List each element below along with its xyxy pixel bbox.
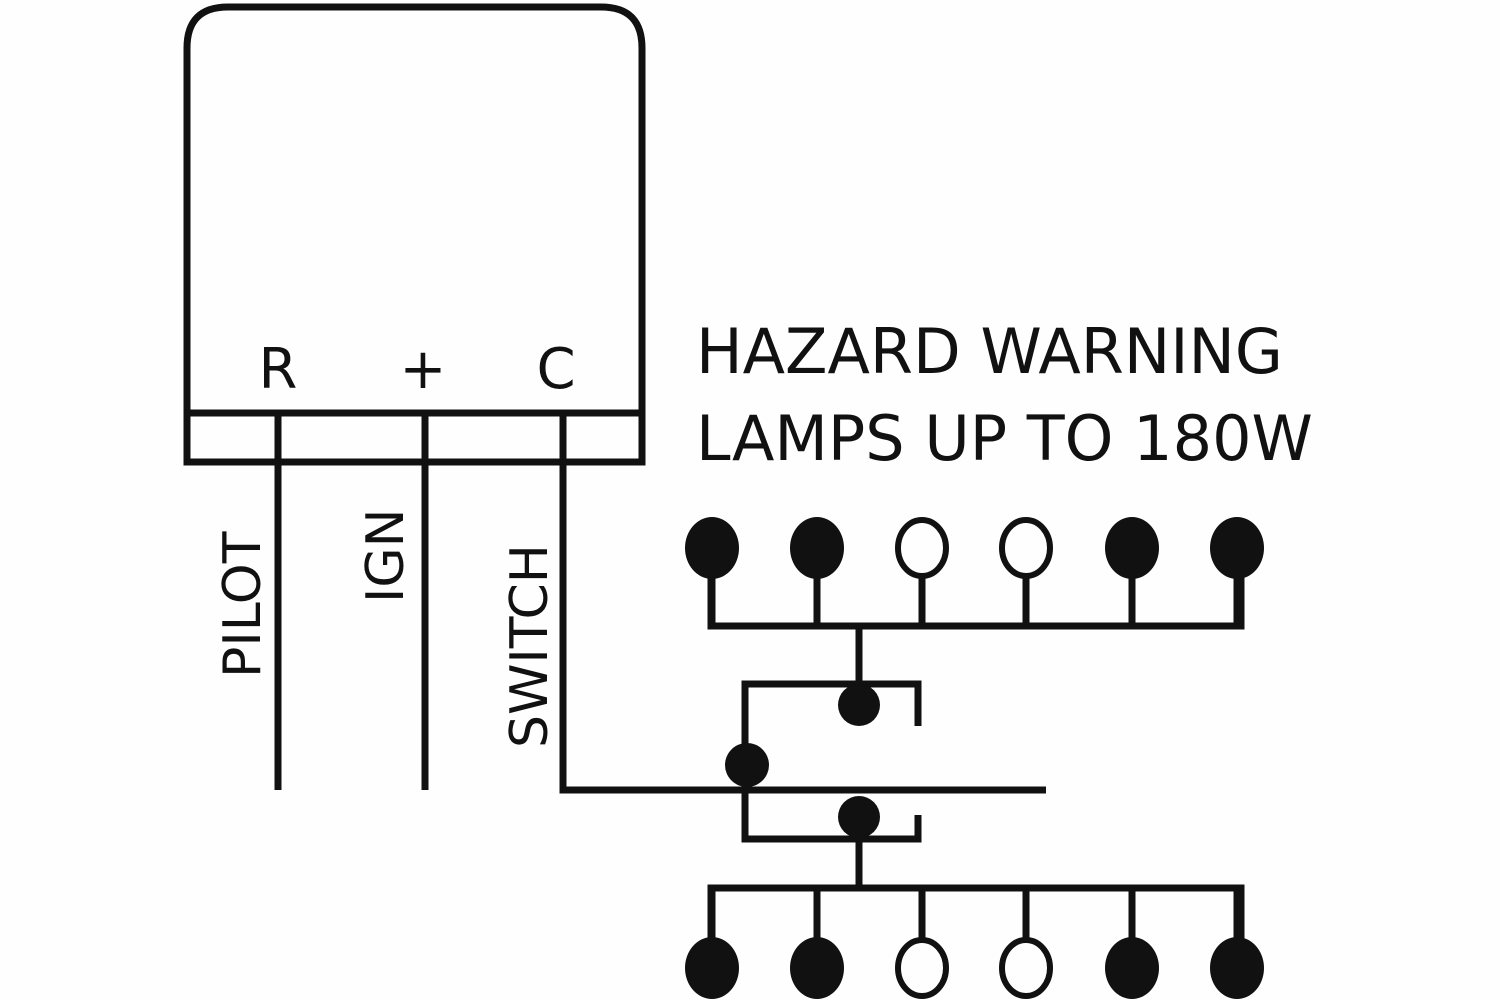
lower-bank-bus [707,884,1245,968]
upper-bank-bus [707,548,1245,630]
lower-lamp-filled-1 [685,937,739,999]
switch-common-contact [725,743,769,787]
upper-lamp-filled-2 [790,517,844,579]
switch-upper-contact [838,684,880,726]
wire-label-ign: IGN [356,508,416,603]
flasher-unit-body [183,3,646,466]
title-line-2: LAMPS UP TO 180W [696,402,1313,475]
wire-label-pilot: PILOT [213,531,273,678]
terminal-label-c: C [536,337,575,402]
upper-lamp-filled-5 [1105,517,1159,579]
wire-label-switch: SWITCH [500,544,560,748]
upper-lamp-filled-6 [1210,517,1264,579]
lower-lamp-filled-2 [790,937,844,999]
upper-lamp-filled-1 [685,517,739,579]
lower-lamp-open-3 [895,937,949,999]
switch-lower-contact [838,796,880,838]
title-line-1: HAZARD WARNING [696,315,1283,388]
terminal-label-plus: + [400,337,447,402]
lower-lamp-filled-5 [1105,937,1159,999]
switch-upper-arm [741,680,922,790]
upper-lamp-open-3 [895,517,949,579]
lower-lamp-open-4 [999,937,1053,999]
lower-lamp-filled-6 [1210,937,1264,999]
terminal-label-r: R [259,337,298,402]
upper-lamp-open-4 [999,517,1053,579]
switch-wire [559,413,1046,794]
switch-lower-arm [741,790,922,843]
